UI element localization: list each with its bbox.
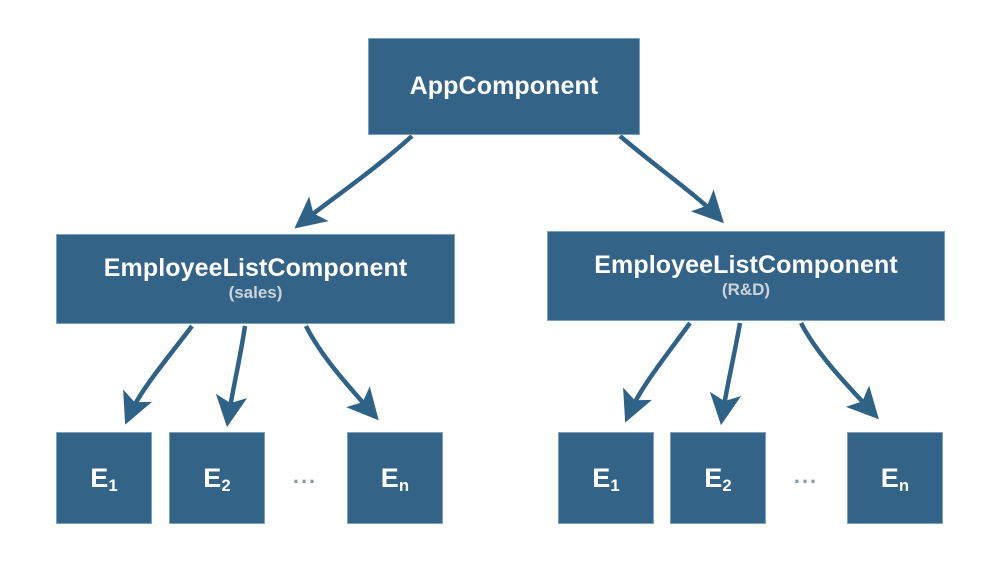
node-employee-left-1-letter: E xyxy=(90,462,109,493)
node-app-component[interactable]: AppComponent xyxy=(368,38,640,135)
node-employee-left-2-letter: E xyxy=(203,462,222,493)
edge-sales-to-en xyxy=(303,324,379,421)
node-employee-list-component-rnd-sublabel: (R&D) xyxy=(721,280,771,300)
ellipsis-right: ... xyxy=(793,463,819,488)
node-app-component-label: AppComponent xyxy=(409,72,599,101)
edge-sales-to-e2 xyxy=(215,325,248,428)
edge-sales-to-e1 xyxy=(123,324,194,425)
node-employee-left-n-subscript: n xyxy=(398,475,410,495)
node-employee-left-n-label: En xyxy=(380,462,410,495)
node-employee-left-n-letter: E xyxy=(380,462,399,493)
node-employee-list-component-rnd-label: EmployeeListComponent xyxy=(594,251,898,280)
edge-rnd-to-e1 xyxy=(623,321,692,423)
node-employee-left-2-subscript: 2 xyxy=(221,475,231,495)
node-employee-left-2[interactable]: E2 xyxy=(169,432,265,524)
edge-app-to-rnd xyxy=(618,134,724,224)
node-employee-right-n-letter: E xyxy=(880,462,899,493)
node-employee-left-1-subscript: 1 xyxy=(108,475,118,495)
node-employee-right-1-label: E1 xyxy=(592,462,620,495)
node-employee-left-n[interactable]: En xyxy=(347,432,443,524)
node-employee-list-component-sales-sublabel: (sales) xyxy=(228,283,283,303)
edge-rnd-to-e2 xyxy=(709,322,743,426)
edge-rnd-to-en xyxy=(799,321,879,420)
node-employee-left-1[interactable]: E1 xyxy=(56,432,152,524)
node-employee-right-2-subscript: 2 xyxy=(722,475,732,495)
node-employee-left-1-label: E1 xyxy=(90,462,118,495)
edge-app-to-sales xyxy=(294,134,414,229)
node-employee-right-n[interactable]: En xyxy=(847,432,943,524)
node-employee-right-2[interactable]: E2 xyxy=(670,432,766,524)
node-employee-right-n-label: En xyxy=(880,462,910,495)
node-employee-right-n-subscript: n xyxy=(898,475,910,495)
node-employee-list-component-sales[interactable]: EmployeeListComponent (sales) xyxy=(56,234,455,324)
node-employee-left-2-label: E2 xyxy=(203,462,231,495)
node-employee-right-2-letter: E xyxy=(704,462,723,493)
node-employee-right-1-subscript: 1 xyxy=(610,475,620,495)
node-employee-list-component-sales-label: EmployeeListComponent xyxy=(103,254,408,283)
node-employee-right-2-label: E2 xyxy=(704,462,732,495)
node-employee-right-1-letter: E xyxy=(592,462,611,493)
node-employee-list-component-rnd[interactable]: EmployeeListComponent (R&D) xyxy=(547,231,945,321)
node-employee-right-1[interactable]: E1 xyxy=(558,432,654,524)
ellipsis-left: ... xyxy=(292,463,318,488)
